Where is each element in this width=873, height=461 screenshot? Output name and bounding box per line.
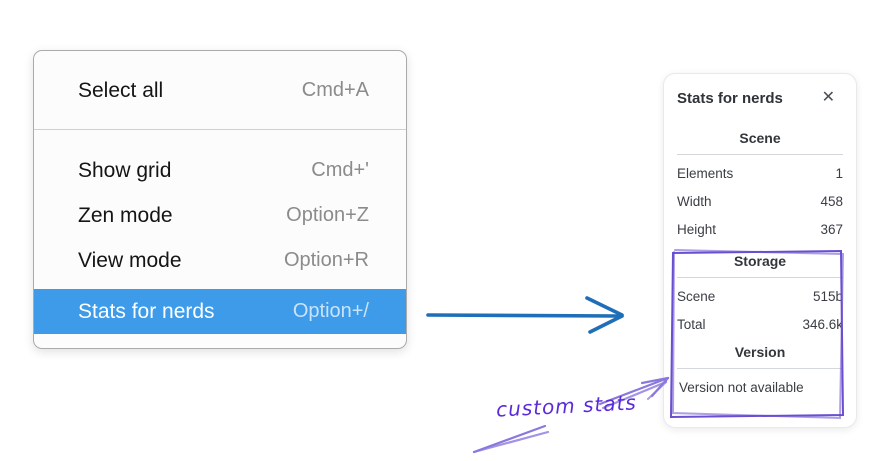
menu-item-view-mode[interactable]: View mode Option+R [34,238,406,283]
version-note: Version not available [679,380,804,395]
context-menu: Select all Cmd+A Show grid Cmd+' Zen mod… [33,50,407,349]
stats-panel-title: Stats for nerds [677,89,783,107]
menu-section-top: Select all Cmd+A [34,51,406,129]
section-heading-storage: Storage [733,253,787,269]
close-icon[interactable]: ✕ [821,89,835,106]
divider [677,277,843,278]
stat-value: 458 [820,193,843,209]
stat-label: Width [677,193,712,209]
divider [677,154,843,155]
menu-item-label: Stats for nerds [78,299,215,323]
stat-value: 346.6k [802,316,843,332]
menu-item-shortcut: Option+R [283,249,369,271]
flow-arrow [426,296,624,334]
menu-item-shortcut: Cmd+' [311,159,369,181]
stat-label: Elements [677,165,734,181]
menu-item-stats-for-nerds[interactable]: Stats for nerds Option+/ [34,289,406,334]
divider [677,368,843,369]
stat-label: Height [677,221,717,237]
menu-section-bottom: Show grid Cmd+' Zen mode Option+Z View m… [34,130,406,348]
stat-label: Scene [677,288,716,304]
stats-panel-header: Stats for nerds ✕ [677,86,843,110]
stat-value: 1 [835,165,843,181]
stat-row-height: Height 367 [677,215,843,243]
stat-row-elements: Elements 1 [677,159,843,187]
menu-item-show-grid[interactable]: Show grid Cmd+' [34,148,406,193]
menu-item-label: Zen mode [78,203,173,227]
stat-row-scene-storage: Scene 515b [677,282,843,310]
stat-row-total-storage: Total 346.6k [677,310,843,338]
stat-value: 515b [812,288,843,304]
menu-item-label: View mode [78,248,182,272]
section-heading-version: Version [734,344,786,360]
menu-item-label: Show grid [78,158,172,182]
menu-item-shortcut: Cmd+A [301,79,369,101]
menu-item-zen-mode[interactable]: Zen mode Option+Z [34,193,406,238]
stat-row-width: Width 458 [677,187,843,215]
menu-divider [34,129,406,130]
stats-panel: Stats for nerds ✕ Scene Elements 1 Width… [663,73,857,428]
menu-item-shortcut: Option+/ [292,300,369,322]
section-heading-scene: Scene [739,130,781,146]
menu-item-label: Select all [78,78,164,102]
menu-item-shortcut: Option+Z [286,204,369,226]
stat-value: 367 [820,221,843,237]
custom-stats-annotation: custom stats [495,390,638,422]
menu-item-select-all[interactable]: Select all Cmd+A [34,68,406,113]
stat-label: Total [677,316,706,332]
